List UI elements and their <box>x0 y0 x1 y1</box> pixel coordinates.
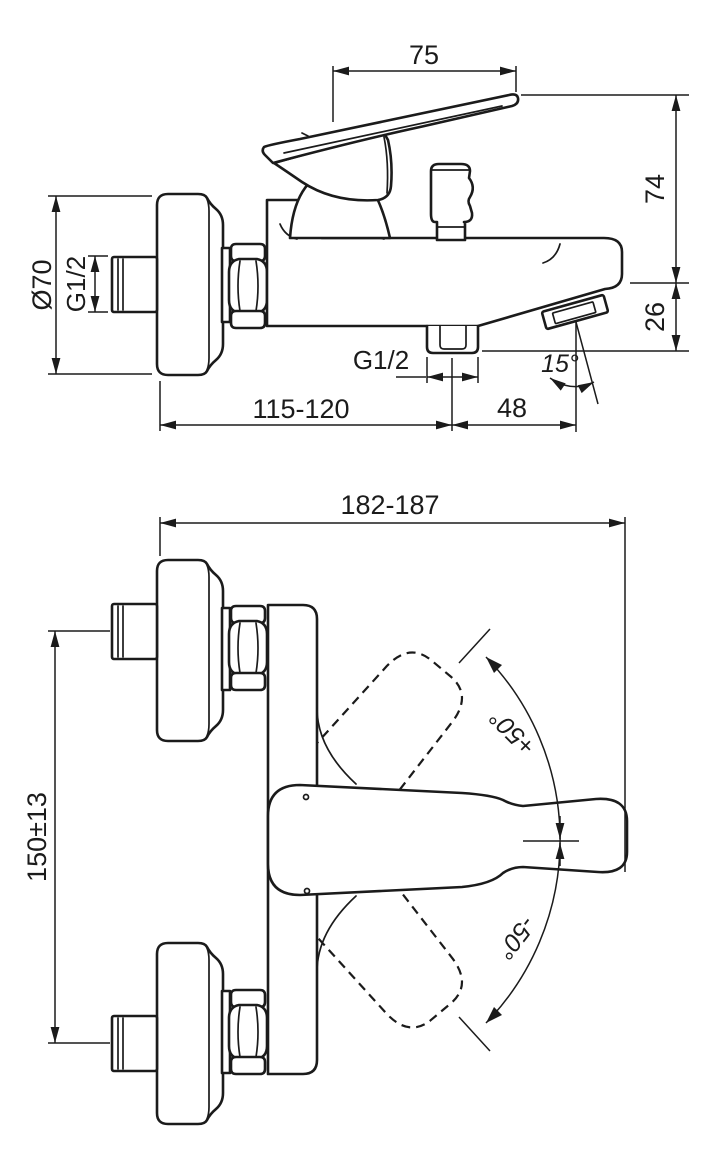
lever-blade <box>261 93 520 165</box>
dim-escutcheon: Ø70 G1/2 <box>27 195 152 375</box>
union-nut <box>227 242 269 330</box>
dim-48-label: 48 <box>497 393 527 423</box>
dim-75-label: 75 <box>409 40 439 70</box>
handle-plan <box>266 783 629 897</box>
wall-escutcheon-bottom <box>155 941 225 1126</box>
side-view <box>110 93 624 377</box>
dim-overall-depth: 182-187 <box>159 490 626 872</box>
dim-depth-chain: 115-120 48 <box>159 358 576 431</box>
dim-heights: 74 26 <box>482 94 689 352</box>
dim-150-label: 150±13 <box>22 792 52 882</box>
dim-inlet-thread-label: G1/2 <box>61 256 91 312</box>
union-nut-top <box>227 604 269 692</box>
inlet-tailpiece-top <box>110 602 159 661</box>
dim-115-120-label: 115-120 <box>252 394 349 424</box>
inlet-tailpiece-bottom <box>110 1014 159 1073</box>
dim-inlet-centres: 150±13 <box>22 630 110 1044</box>
mixer-body <box>265 198 624 328</box>
dim-lever-projection: 75 <box>332 40 517 122</box>
dim-plus50-label: +50° <box>484 704 541 761</box>
wall-escutcheon <box>155 192 225 377</box>
dim-outlet-thread-label: G1/2 <box>353 345 409 375</box>
dim-dia70-label: Ø70 <box>27 259 57 310</box>
dim-26-label: 26 <box>640 302 670 332</box>
handle-base-edge <box>383 136 389 194</box>
wall-escutcheon-top <box>155 558 225 743</box>
slab-fillets <box>316 707 357 973</box>
plan-view-dimensions: 182-187 150±13 +50° -50° <box>22 490 626 1052</box>
dim-182-187-label: 182-187 <box>340 490 439 520</box>
shower-outlet-inner <box>439 325 467 350</box>
diverter-knob <box>429 162 475 242</box>
aerator <box>540 293 610 331</box>
inlet-tailpiece <box>110 255 159 314</box>
side-view-dimensions: 75 74 26 Ø70 G1/2 G1 <box>27 40 689 432</box>
handle-pin-bottom <box>303 887 311 895</box>
union-nut-bottom <box>227 988 269 1076</box>
plan-view <box>110 558 629 1126</box>
lever-blade-highlight <box>283 105 503 154</box>
diverter-detail <box>430 169 471 228</box>
handle-pin-top <box>302 793 310 801</box>
dim-spout-angle: 15° <box>541 321 599 432</box>
dim-15deg-label: 15° <box>541 350 579 378</box>
dim-74-label: 74 <box>640 174 670 204</box>
